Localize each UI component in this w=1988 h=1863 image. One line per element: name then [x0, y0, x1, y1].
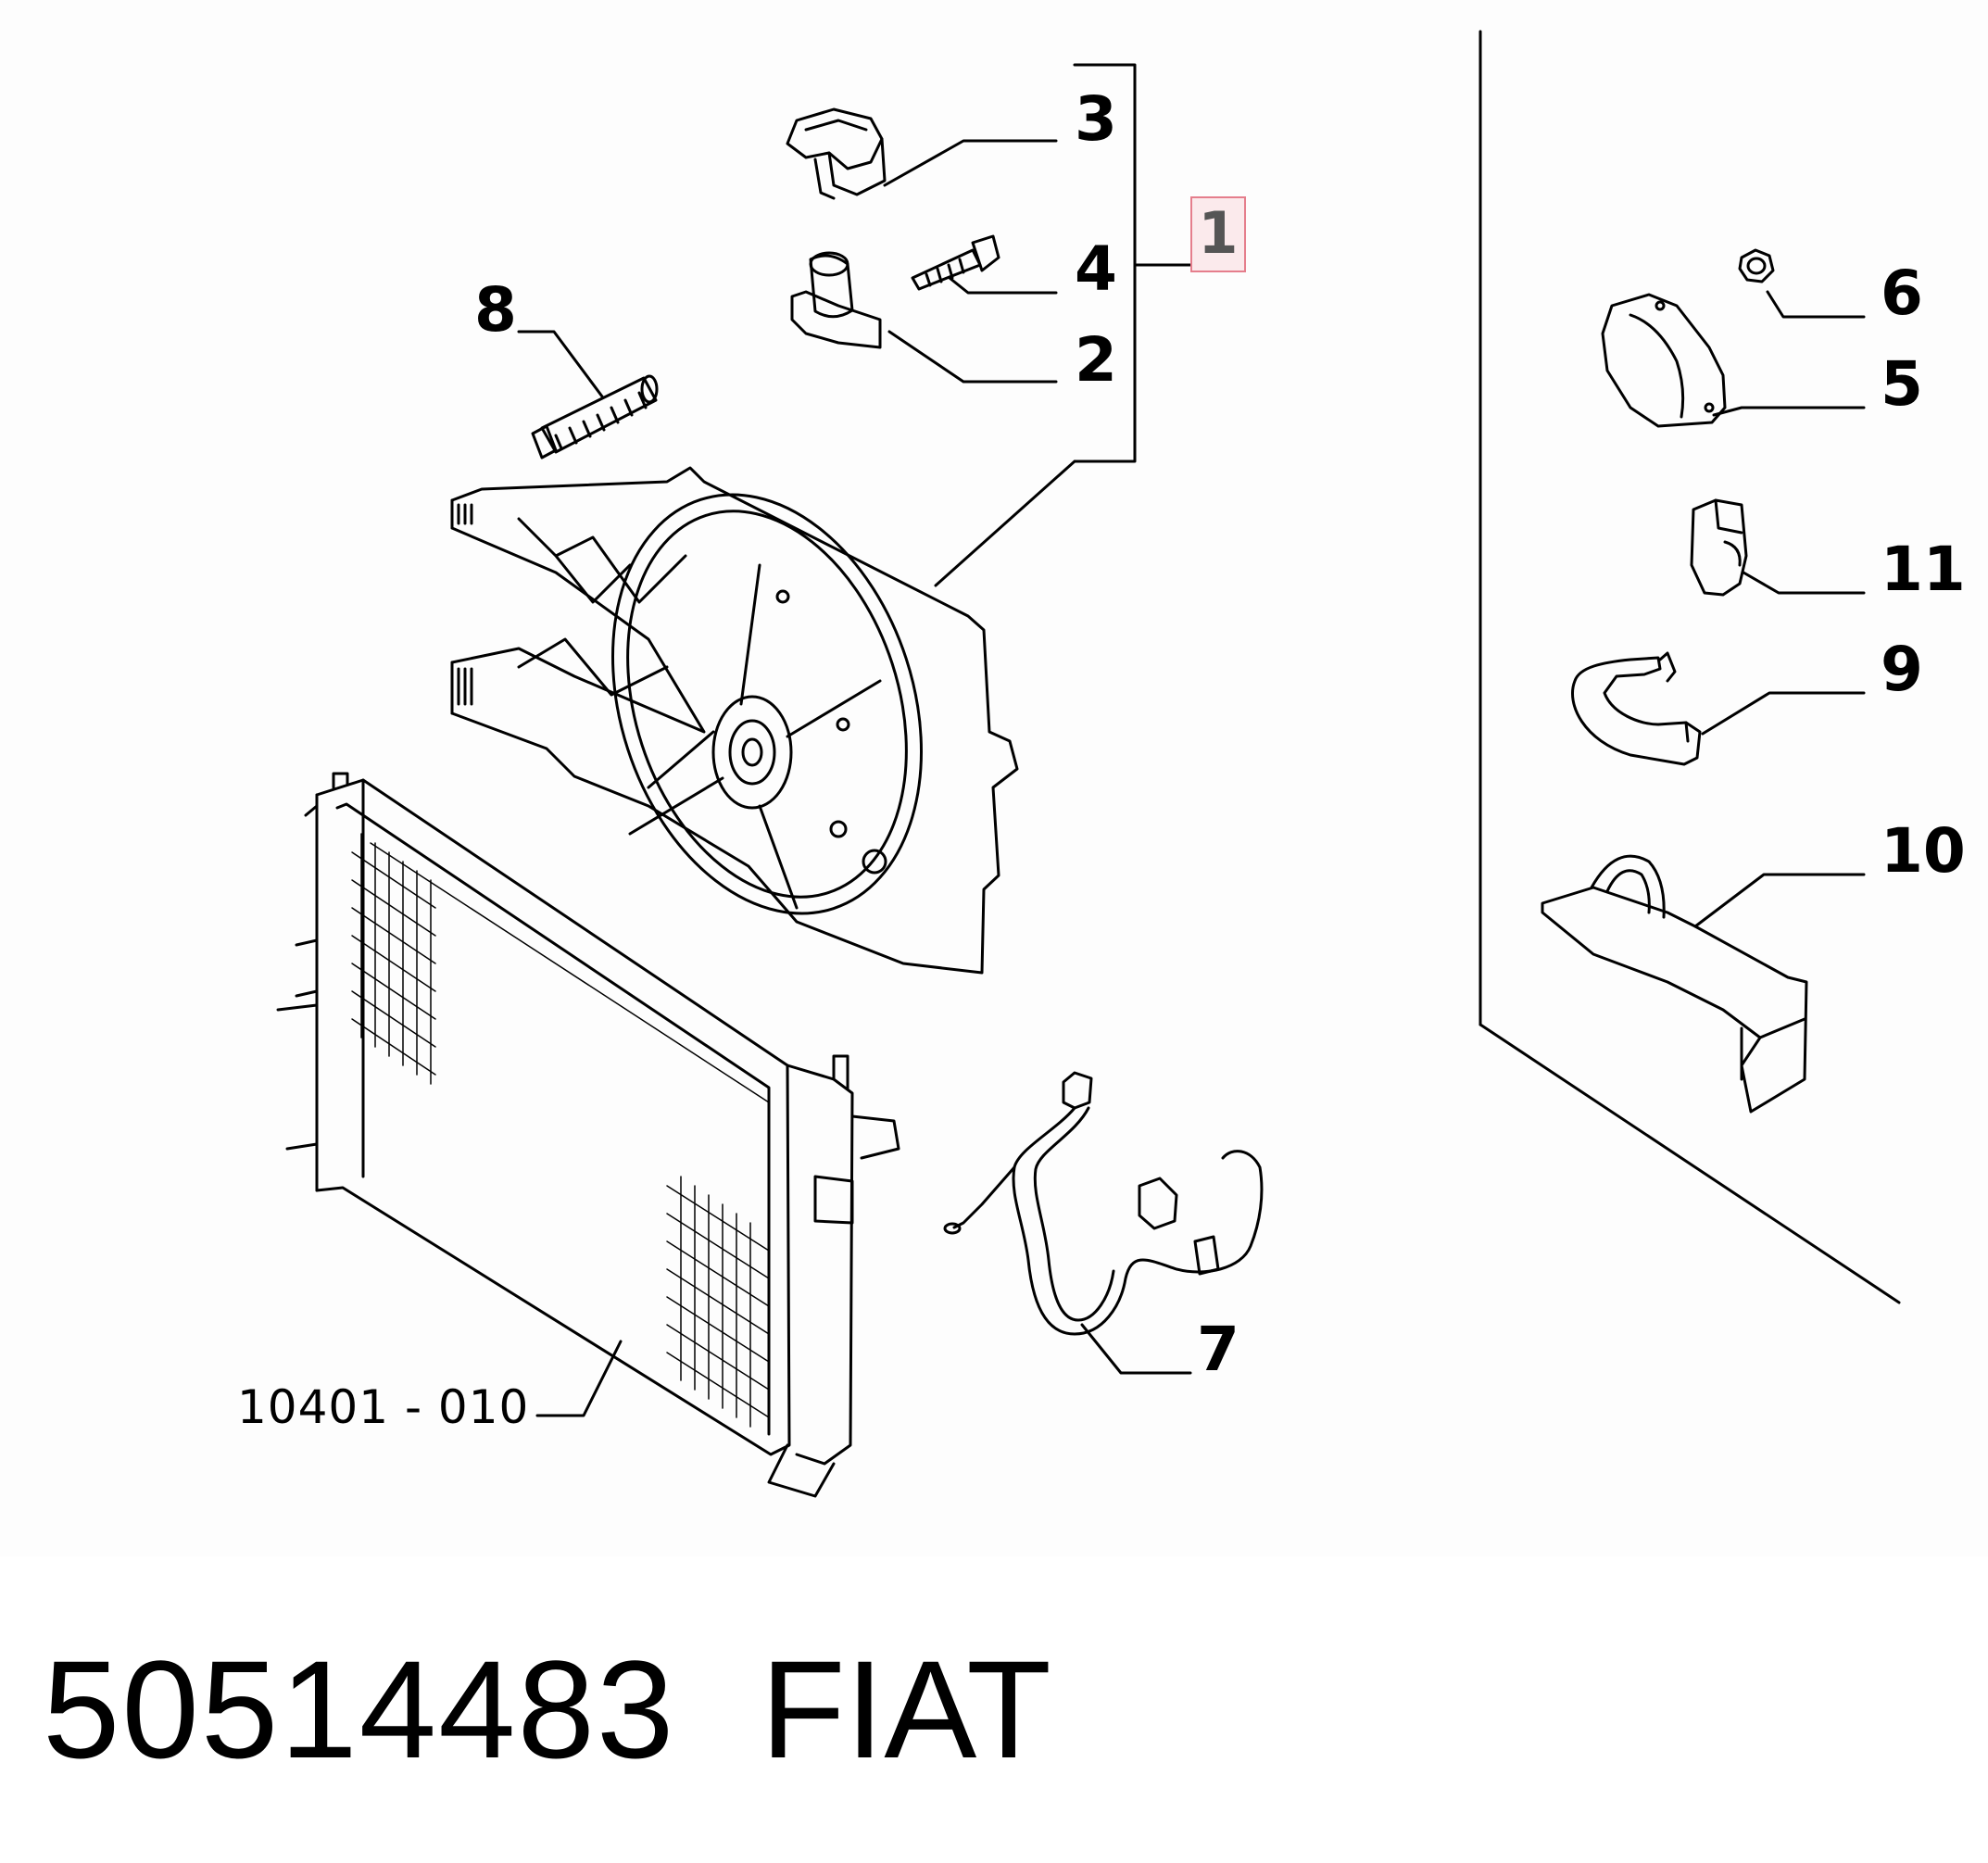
callout-6: 6 — [1881, 258, 1923, 329]
leader-3 — [883, 139, 1058, 187]
nut-6 — [1738, 248, 1775, 283]
brand-name: FIAT — [761, 1631, 1051, 1787]
stud-8 — [531, 374, 659, 459]
leader-4 — [948, 276, 1058, 295]
leader-2 — [887, 330, 1058, 384]
callout-2: 2 — [1075, 324, 1117, 396]
screw-4 — [911, 234, 1000, 291]
fan-shroud-1 — [450, 466, 1019, 975]
diagram-drawing — [276, 30, 1901, 1498]
separator-line-diagonal — [1478, 1023, 1901, 1304]
leader-10 — [1693, 873, 1866, 928]
callout-7: 7 — [1197, 1314, 1239, 1385]
callout-4: 4 — [1075, 233, 1117, 305]
leader-9 — [1701, 691, 1866, 736]
bracket-item-1 — [934, 63, 1192, 587]
callout-3: 3 — [1075, 83, 1117, 155]
strap-9 — [1571, 651, 1702, 766]
callout-11: 11 — [1881, 534, 1966, 605]
leader-8 — [517, 330, 604, 398]
leader-6 — [1766, 290, 1866, 319]
wiring-harness-7 — [943, 1071, 1264, 1336]
radiator — [276, 772, 900, 1498]
mount-bracket-2 — [790, 251, 882, 349]
reference-label: 10401 - 010 — [237, 1380, 530, 1434]
callout-9: 9 — [1881, 634, 1923, 705]
leader-5 — [1712, 406, 1866, 417]
clip-11 — [1690, 498, 1748, 597]
connector-clip-3 — [786, 107, 887, 200]
callout-1-highlight: 1 — [1190, 196, 1246, 272]
part-number: 50514483 — [43, 1631, 676, 1787]
callout-1: 1 — [1198, 199, 1239, 267]
callout-8: 8 — [474, 274, 517, 346]
leader-11 — [1742, 571, 1866, 595]
callout-10: 10 — [1881, 815, 1966, 887]
leader-7 — [1080, 1323, 1192, 1375]
callout-5: 5 — [1881, 348, 1923, 420]
cover-5 — [1601, 293, 1727, 428]
parts-diagram: 3 1 4 2 8 6 5 11 9 10 7 10401 - 010 — [237, 30, 1966, 1498]
leader-ref — [535, 1340, 623, 1417]
bracket-10 — [1541, 854, 1808, 1114]
